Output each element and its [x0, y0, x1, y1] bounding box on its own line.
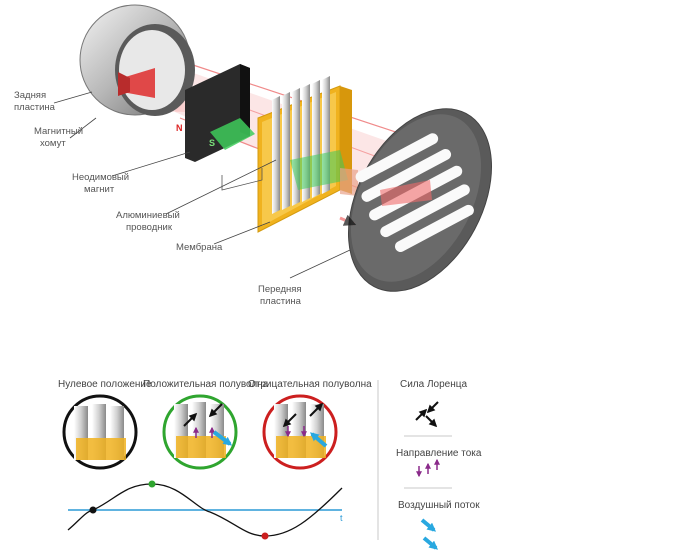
waveform: t: [67, 480, 343, 540]
pole-s-label: S: [209, 138, 215, 148]
state-negative-circle: [262, 394, 338, 470]
time-axis-label: t: [340, 513, 343, 523]
front-plate: [339, 108, 493, 292]
pole-n-label: N: [176, 123, 183, 133]
airflow-icon: [420, 518, 439, 550]
current-direction-icon: [416, 458, 440, 478]
positive-peak-point: [148, 480, 156, 488]
neodymium-magnet: N S: [176, 64, 255, 162]
states-section: Нулевое положение Положительная полуволн…: [58, 379, 372, 540]
state-positive-circle: [162, 394, 238, 470]
magnetic-clamp-label: Магнитный хомут: [34, 126, 86, 149]
legend-lorentz-label: Сила Лоренца: [400, 379, 467, 390]
state-negative-label: Отрицательная полуволна: [248, 379, 372, 390]
lorentz-force-icon: [415, 401, 439, 428]
state-zero-circle: [62, 394, 138, 470]
exploded-view: N S: [14, 4, 493, 307]
neodymium-magnet-label: Неодимовый магнит: [72, 172, 132, 195]
leader-lines: [53, 91, 351, 279]
membrane-assembly: [257, 76, 358, 233]
back-plate-label: Задняя пластина: [14, 90, 56, 113]
state-zero-label: Нулевое положение: [58, 379, 152, 390]
membrane-label: Мембрана: [176, 242, 223, 253]
legend-airflow-label: Воздушный поток: [398, 500, 480, 511]
state-positive-label: Положительная полуволна: [143, 379, 269, 390]
legend: Сила Лоренца Направление тока Воздушный …: [377, 379, 482, 550]
legend-current-label: Направление тока: [396, 448, 482, 459]
negative-peak-point: [261, 532, 269, 540]
aluminum-conductor-label: Алюминиевый проводник: [116, 210, 182, 233]
zero-point: [89, 506, 97, 514]
back-plate: [79, 4, 195, 116]
front-plate-label: Передняя пластина: [258, 284, 304, 307]
